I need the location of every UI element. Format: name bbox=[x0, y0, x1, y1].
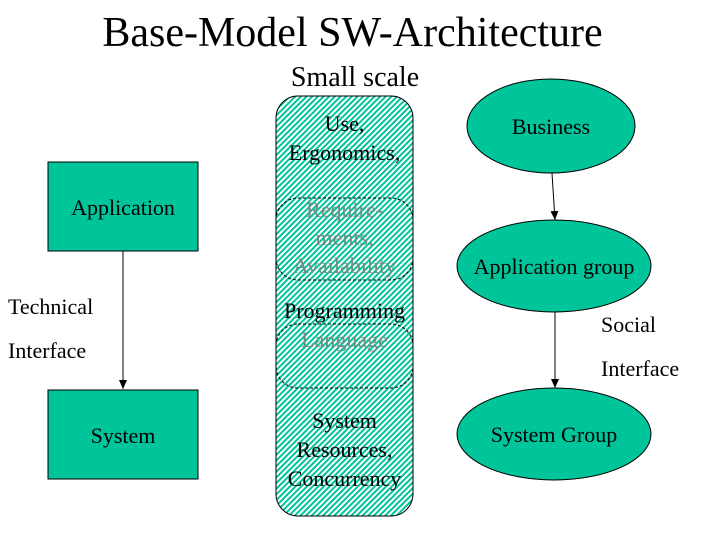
system-line-3: Concurrency bbox=[287, 466, 402, 491]
social-interface-label: Interface bbox=[601, 356, 680, 381]
requirements-line-2: ments, bbox=[315, 225, 374, 250]
small-scale-column bbox=[275, 95, 414, 517]
business-to-application-arrow bbox=[550, 172, 559, 221]
use-ergonomics-label: Use, Ergonomics, bbox=[276, 109, 413, 167]
business-ellipse bbox=[466, 78, 636, 174]
system-resources-label: System Resources, Concurrency bbox=[276, 406, 413, 493]
application-box bbox=[47, 161, 199, 252]
system-line-2: Resources, bbox=[296, 437, 393, 462]
technical-interface-label: Interface bbox=[8, 338, 87, 363]
application-group-label: Application group bbox=[473, 254, 635, 279]
social-label: Social bbox=[601, 312, 656, 337]
use-line-2: Ergonomics, bbox=[288, 140, 401, 165]
diagram-title: Base-Model SW-Architecture bbox=[102, 10, 603, 56]
requirements-line-3: Availability bbox=[292, 253, 397, 278]
system-box bbox=[47, 389, 199, 480]
language-capsule bbox=[275, 323, 414, 389]
system-line-1: System bbox=[312, 408, 377, 433]
use-line-1: Use, bbox=[324, 111, 365, 136]
technical-label: Technical bbox=[8, 294, 94, 319]
system-label: System bbox=[90, 423, 156, 448]
diagram-subtitle: Small scale bbox=[290, 62, 420, 93]
requirements-line-1: Require- bbox=[306, 197, 383, 222]
system-group-label: System Group bbox=[490, 422, 618, 447]
application-label: Application bbox=[71, 195, 175, 220]
requirements-label: Require- ments, Availability bbox=[276, 196, 413, 280]
business-label: Business bbox=[511, 114, 591, 139]
requirements-capsule bbox=[275, 197, 414, 281]
language-label: Language bbox=[301, 327, 388, 352]
application-group-ellipse bbox=[456, 219, 652, 313]
programming-label: Programming bbox=[284, 298, 405, 323]
system-group-ellipse bbox=[456, 387, 652, 481]
